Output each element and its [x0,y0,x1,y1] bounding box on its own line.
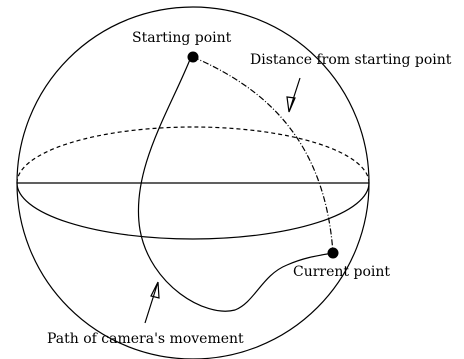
equator-back-dashed [16,126,370,184]
current-point-marker [327,247,339,259]
starting-point-label: Starting point [132,30,232,46]
path-label: Path of camera's movement [47,331,244,347]
distance-arc [192,56,334,254]
current-point-label: Current point [293,264,390,280]
path-pointer-arrow [144,281,160,324]
distance-pointer-arrow [286,77,301,113]
equator-front [16,182,370,240]
camera-path [137,56,334,312]
starting-point-marker [187,51,199,63]
distance-label: Distance from starting point [250,52,452,68]
